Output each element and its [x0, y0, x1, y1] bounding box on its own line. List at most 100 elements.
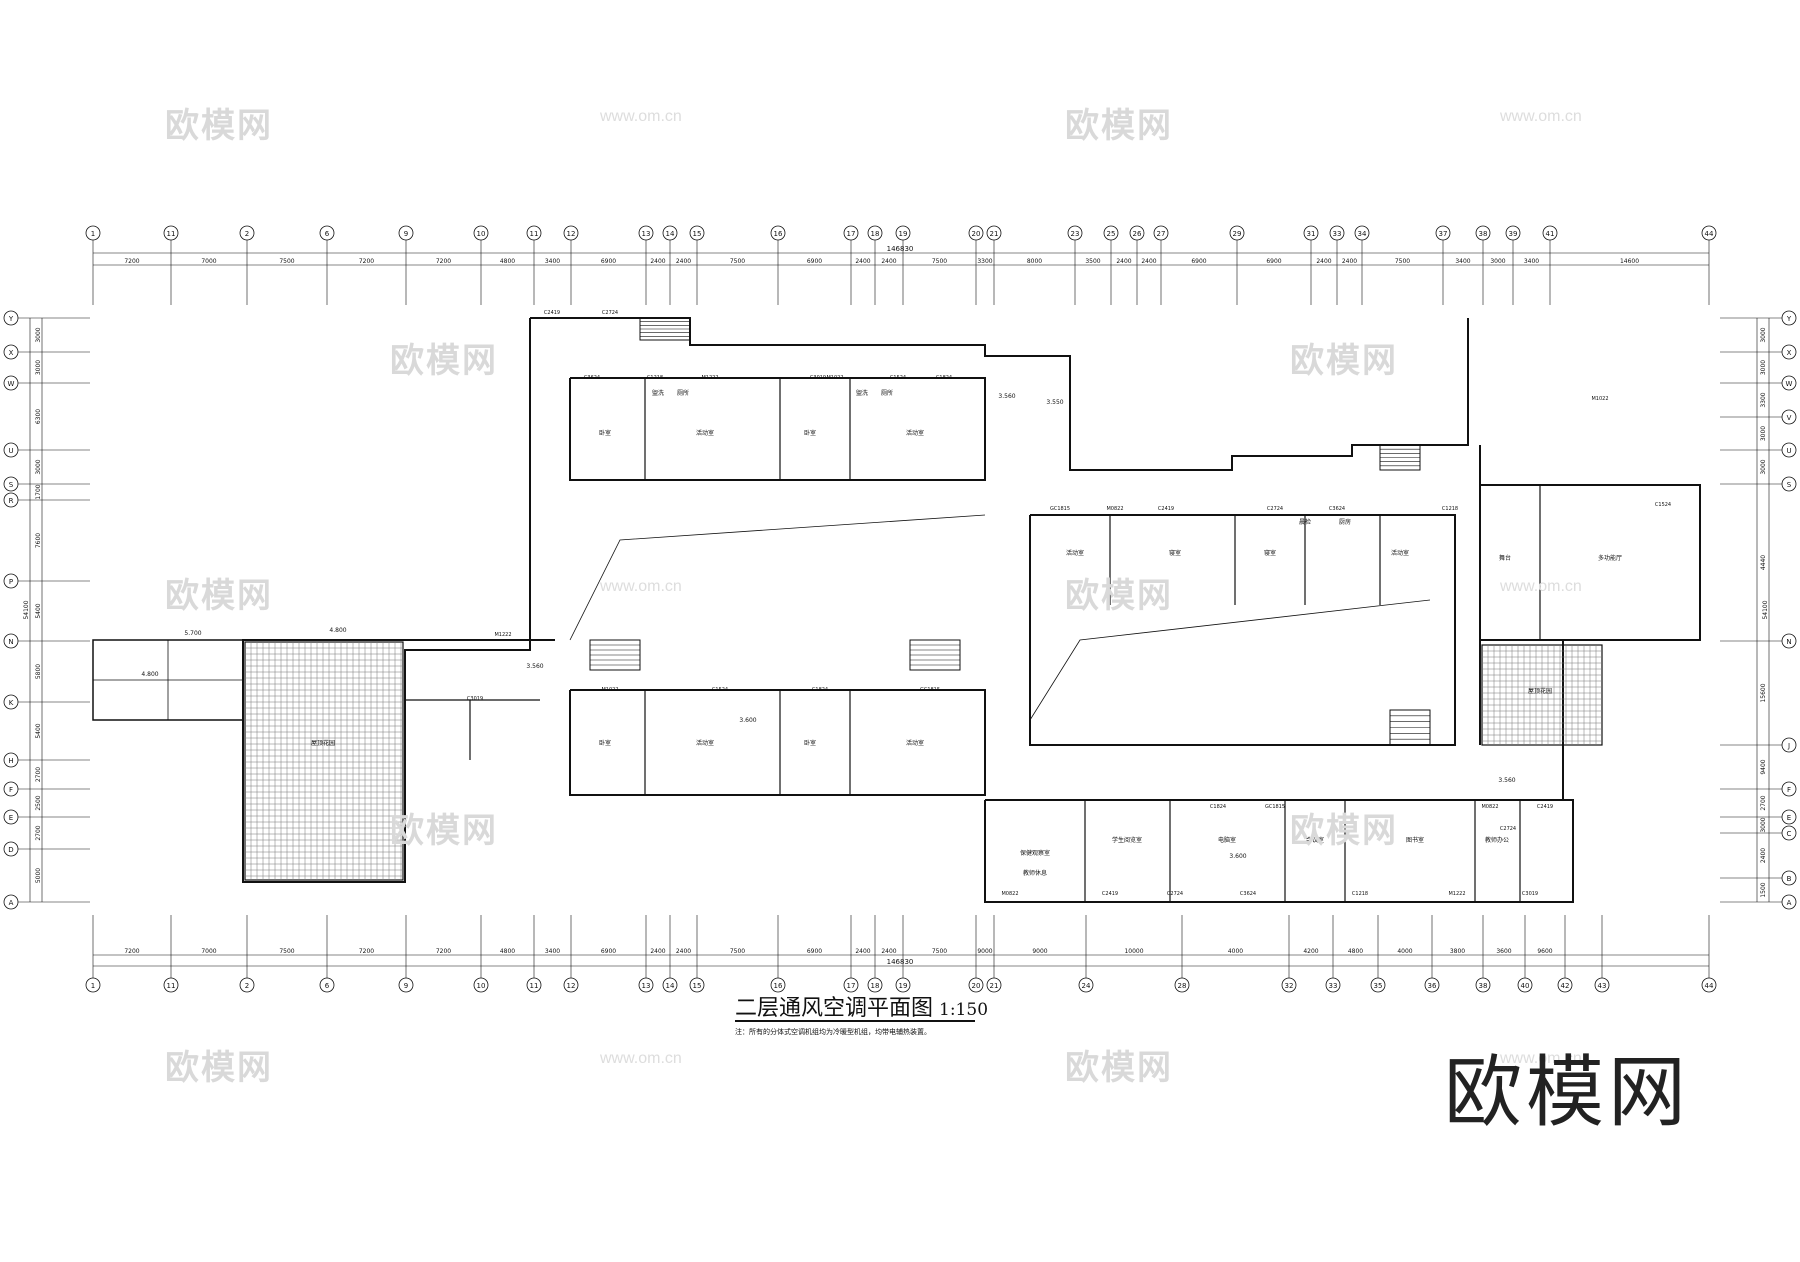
axis-bubble: [3, 633, 19, 649]
elevation-mark: 4.800: [329, 627, 346, 634]
axis-bubble: [1505, 225, 1521, 241]
stair: [909, 639, 961, 671]
axis-label: 29: [1233, 230, 1242, 238]
room-label: 活动室: [696, 429, 714, 437]
room-label: 会议室: [1306, 836, 1324, 844]
dim-text: 5400: [35, 723, 42, 738]
room-label: 教师休息: [1023, 869, 1047, 877]
axis-bubble: [1435, 225, 1451, 241]
dim-text: 7000: [201, 258, 216, 265]
axis-label: 20: [972, 230, 981, 238]
axis-bubble: [1229, 225, 1245, 241]
dim-text: 14600: [1620, 258, 1639, 265]
dim-text: 3000: [35, 327, 42, 342]
watermark-logo: 欧模网: [165, 1048, 273, 1088]
stair: [589, 639, 641, 671]
dim-text: 2400: [1760, 848, 1767, 863]
axis-label: V: [1787, 414, 1792, 422]
dim-text: 3400: [545, 258, 560, 265]
plan-linework: [92, 317, 1701, 903]
axis-label: N: [8, 638, 13, 646]
axis-label: W: [8, 380, 15, 388]
room-labels: 卧室活动室卧室活动室盥洗厕所盥洗厕所卧室活动室卧室活动室活动室寝室寝室活动室晨检…: [141, 389, 1622, 877]
axis-bubble: [1557, 977, 1573, 993]
axis-bubble: [1325, 977, 1341, 993]
room-label: 寝室: [1169, 549, 1181, 557]
wall: [984, 799, 1574, 903]
axis-bubble: [1781, 825, 1797, 841]
axis-label: W: [1786, 380, 1793, 388]
room-label: 舞台: [1499, 554, 1511, 562]
dim-text: 2400: [855, 258, 870, 265]
axis-label: 33: [1329, 982, 1338, 990]
dim-total: 54100: [23, 600, 30, 619]
window-door-tag: GC1815: [1265, 804, 1285, 810]
axis-bubble: [526, 225, 542, 241]
dim-text: 7500: [730, 258, 745, 265]
window-door-tag: C2724: [1500, 826, 1516, 832]
axis-bubble: [1781, 375, 1797, 391]
dim-text: 3000: [1760, 360, 1767, 375]
dim-text: 2400: [881, 948, 896, 955]
axis-label: E: [1787, 814, 1791, 822]
room-label: 厕所: [677, 389, 689, 397]
axis-label: 38: [1479, 982, 1488, 990]
dim-text: 10000: [1124, 948, 1143, 955]
dim-text: 7200: [436, 258, 451, 265]
dim-text: 4800: [500, 258, 515, 265]
axis-bubble: [3, 809, 19, 825]
dim-text: 3000: [35, 459, 42, 474]
axis-label: 31: [1307, 230, 1316, 238]
dim-text: 3000: [1760, 426, 1767, 441]
dim-text: 1500: [1760, 882, 1767, 897]
dim-text: 6900: [1266, 258, 1281, 265]
room-label: 卧室: [804, 739, 816, 747]
window-door-tag: C2724: [1167, 891, 1183, 897]
wall: [569, 377, 986, 481]
dim-text: 2400: [1342, 258, 1357, 265]
axis-label: 18: [871, 230, 880, 238]
dim-text: 6900: [1191, 258, 1206, 265]
room-label: 屋顶花园: [1528, 687, 1552, 695]
axis-label: 2: [245, 982, 249, 990]
axis-bubble: [895, 977, 911, 993]
axis-label: A: [9, 899, 14, 907]
axis-bubble: [1370, 977, 1386, 993]
watermark-logo: 欧模网: [165, 576, 273, 616]
axis-label: 6: [325, 982, 330, 990]
window-door-tag: C1824: [812, 687, 828, 693]
axis-bubble: [638, 225, 654, 241]
axis-label: Y: [1786, 315, 1792, 323]
dim-text: 6900: [807, 948, 822, 955]
window-door-tag: M0822: [1106, 506, 1123, 512]
stair: [639, 317, 691, 341]
dim-text: 2400: [676, 258, 691, 265]
elevation-mark: 3.600: [1229, 853, 1246, 860]
window-door-tag: GC1815: [1050, 506, 1070, 512]
dim-text: 4200: [1303, 948, 1318, 955]
axis-label: 32: [1285, 982, 1294, 990]
axis-label: 15: [693, 982, 702, 990]
axis-bubble: [1781, 633, 1797, 649]
dim-total: 54100: [1762, 600, 1769, 619]
drawing-note: 注：所有的分体式空调机组均为冷暖型机组，均带电辅热装置。: [735, 1029, 931, 1036]
axis-bubble: [638, 977, 654, 993]
dim-text: 2400: [650, 258, 665, 265]
axis-label: B: [1787, 875, 1792, 883]
room-label: 盥洗: [856, 389, 868, 397]
axis-label: 27: [1157, 230, 1166, 238]
dim-text: 2700: [35, 825, 42, 840]
room-label: 保健观察室: [1020, 849, 1050, 857]
axis-bubble: [163, 977, 179, 993]
axis-label: 17: [847, 982, 856, 990]
dim-text: 7200: [124, 948, 139, 955]
axis-bubble: [1701, 977, 1717, 993]
axis-bubble: [843, 977, 859, 993]
axis-bubble: [867, 225, 883, 241]
dim-text: 3500: [1085, 258, 1100, 265]
axis-label: N: [1786, 638, 1791, 646]
axis-bubble: [526, 977, 542, 993]
wall: [1479, 445, 1701, 641]
watermark-url: www.om.cn: [600, 1050, 682, 1067]
watermark-url: www.om.cn: [1500, 578, 1582, 595]
